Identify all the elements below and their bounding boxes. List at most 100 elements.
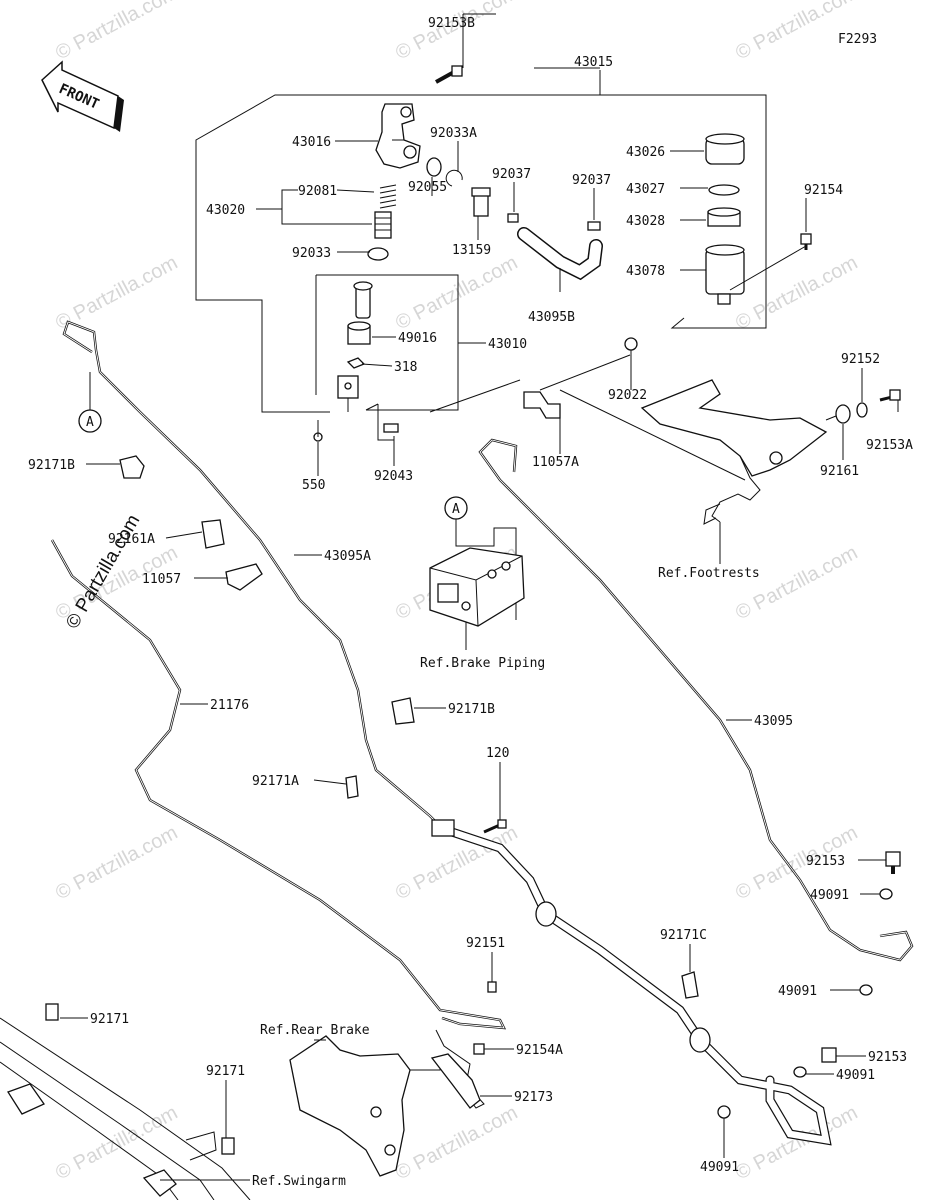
spring-92081 <box>379 184 397 209</box>
bolt-92153 <box>821 1047 837 1063</box>
bolt-120 <box>483 819 507 834</box>
label-92171a: 92171A <box>252 774 299 789</box>
label-49016: 49016 <box>398 331 437 346</box>
leader <box>539 354 631 391</box>
label-92033: 92033 <box>292 246 331 261</box>
label-92055: 92055 <box>408 180 447 195</box>
reservoir-cap-43026 <box>705 133 745 165</box>
washer-49091 <box>879 888 893 900</box>
watermark: © Partzilla.com <box>732 542 861 625</box>
circlip-92033 <box>367 247 389 261</box>
label-92043: 92043 <box>374 469 413 484</box>
clamp-92171 <box>45 1003 59 1021</box>
brake-hose <box>447 827 832 1146</box>
label-43095a: 43095A <box>324 549 371 564</box>
label-92173: 92173 <box>514 1090 553 1105</box>
label-120: 120 <box>486 746 509 761</box>
label-43010: 43010 <box>488 337 527 352</box>
label-92153a: 92153A <box>866 438 913 453</box>
boot-49016 <box>347 321 371 345</box>
label-43095: 43095 <box>754 714 793 729</box>
label-318: 318 <box>394 360 417 375</box>
label-ref-footrests: Ref.Footrests <box>658 566 760 581</box>
label-49091: 49091 <box>778 984 817 999</box>
circlip-92033a <box>445 169 463 187</box>
watermark: © Partzilla.com <box>52 252 181 335</box>
bolt-92153a <box>879 389 901 402</box>
label-43078: 43078 <box>626 264 665 279</box>
label-92081: 92081 <box>298 184 337 199</box>
label-550: 550 <box>302 478 325 493</box>
label-92171c: 92171C <box>660 928 707 943</box>
label-92037: 92037 <box>572 173 611 188</box>
label-92037: 92037 <box>492 167 531 182</box>
label-ref-rear-brake: Ref.Rear Brake <box>260 1023 370 1038</box>
label-43016: 43016 <box>292 135 331 150</box>
grommet-92161a <box>201 519 225 549</box>
abs-outline <box>455 519 517 620</box>
clamp-92171 <box>221 1137 235 1155</box>
watermark: © Partzilla.com <box>52 822 181 905</box>
label-43027: 43027 <box>626 182 665 197</box>
watermark: © Partzilla.com <box>52 0 181 64</box>
front-arrow-icon: FRONT <box>41 60 124 132</box>
label-92152: 92152 <box>841 352 880 367</box>
leader <box>729 245 807 291</box>
master-cylinder-assembly-outline <box>195 13 767 413</box>
swingarm <box>0 1017 251 1200</box>
label-92171b: 92171B <box>28 458 75 473</box>
callout-a: A <box>452 502 460 517</box>
label-49091: 49091 <box>810 888 849 903</box>
nut-318 <box>346 357 366 369</box>
brake-pipe-43095a <box>62 320 441 827</box>
clamp-11057 <box>225 563 263 591</box>
fitting-13159 <box>471 187 491 217</box>
label-92171b: 92171B <box>448 702 495 717</box>
label-92161a: 92161A <box>108 532 155 547</box>
callout-a-center: A <box>444 496 468 520</box>
label-49091: 49091 <box>836 1068 875 1083</box>
bolt-92154 <box>800 233 812 250</box>
leader <box>559 389 746 481</box>
label-92161: 92161 <box>820 464 859 479</box>
brake-pipe-21176 <box>50 539 507 1030</box>
label-43028: 43028 <box>626 214 665 229</box>
abs-unit <box>429 547 525 627</box>
bolt-92153 <box>885 851 901 874</box>
washer-92022 <box>624 337 638 351</box>
label-13159: 13159 <box>452 243 491 258</box>
label-21176: 21176 <box>210 698 249 713</box>
watermark: © Partzilla.com <box>392 0 521 64</box>
clamp-92037 <box>507 213 519 223</box>
plate-43027 <box>708 184 740 196</box>
bracket-92173 <box>430 1053 481 1109</box>
piston <box>374 211 392 239</box>
pin-92043 <box>383 423 399 433</box>
label-43020: 43020 <box>206 203 245 218</box>
label-92171: 92171 <box>206 1064 245 1079</box>
callout-a-left: A <box>78 409 102 433</box>
o-ring-92055 <box>426 157 442 177</box>
washer-49091 <box>717 1105 731 1119</box>
label-43095b: 43095B <box>528 310 575 325</box>
part-labels: 92153B 43015 43016 92033A 43026 92037 92… <box>28 16 913 1189</box>
watermark: © Partzilla.com <box>732 252 861 335</box>
label-11057: 11057 <box>142 572 181 587</box>
watermark: © Partzilla.com <box>392 252 521 335</box>
watermark: © Partzilla.com <box>392 1102 521 1185</box>
label-92154: 92154 <box>804 183 843 198</box>
label-92151: 92151 <box>466 936 505 951</box>
figure-code: F2293 <box>838 32 877 47</box>
bolt-92154a <box>473 1043 485 1055</box>
label-ref-brake-piping: Ref.Brake Piping <box>420 656 545 671</box>
clamp-92037 <box>587 221 601 231</box>
clamp-92171a <box>345 775 359 799</box>
leader <box>825 415 837 421</box>
reservoir-43078 <box>705 244 745 305</box>
label-92171: 92171 <box>90 1012 129 1027</box>
bracket-11057a <box>523 391 561 419</box>
label-92033a: 92033A <box>430 126 477 141</box>
label-43015: 43015 <box>574 55 613 70</box>
